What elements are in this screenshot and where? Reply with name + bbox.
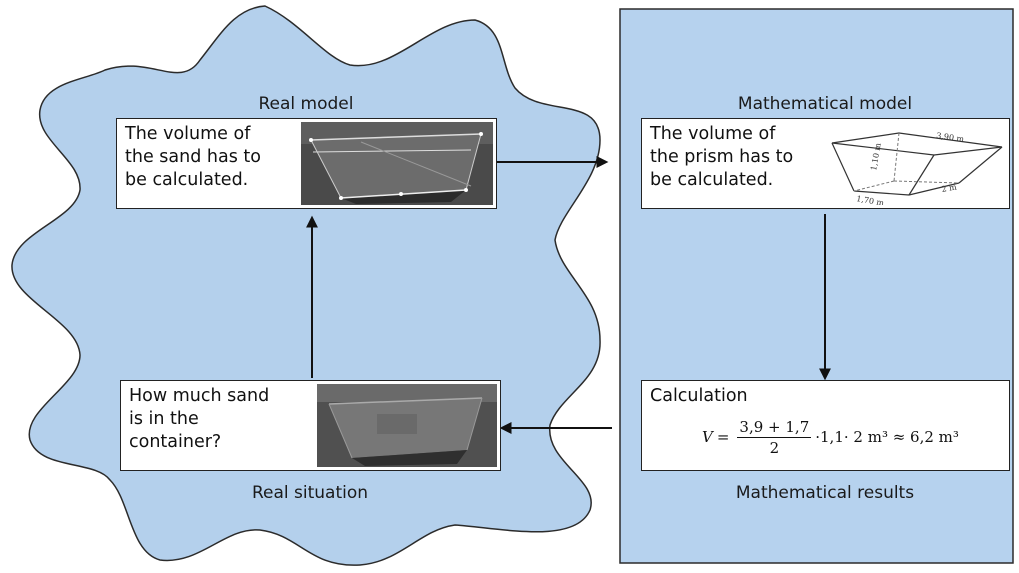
real-situation-text: How much sand is in the container? <box>129 385 309 454</box>
real-situation-title: Real situation <box>120 483 500 503</box>
prism-label-bottom: 1,70 m <box>856 194 885 205</box>
math-results-box: Calculation V = 3,9 + 1,7 2 ·1,1· 2 m³ ≈… <box>641 380 1010 471</box>
formula-fraction: 3,9 + 1,7 2 <box>737 418 811 457</box>
formula-equals: = <box>717 428 730 446</box>
real-situation-box: How much sand is in the container? <box>120 380 501 471</box>
formula-numerator: 3,9 + 1,7 <box>737 418 811 438</box>
math-results-title: Mathematical results <box>640 483 1010 503</box>
photo-container-icon <box>317 384 497 467</box>
prism-label-top: 3,90 m <box>936 131 965 144</box>
photo-container-measured-icon <box>301 122 493 205</box>
math-model-text: The volume of the prism has to be calcul… <box>650 123 825 192</box>
formula-lhs: V <box>702 428 713 446</box>
math-model-box: The volume of the prism has to be calcul… <box>641 118 1010 209</box>
prism-label-height: 1,10 m <box>869 142 883 171</box>
real-model-title: Real model <box>116 94 496 114</box>
formula-denominator: 2 <box>770 438 780 457</box>
volume-formula: V = 3,9 + 1,7 2 ·1,1· 2 m³ ≈ 6,2 m³ <box>702 411 959 463</box>
prism-label-width: 2 m <box>941 182 958 194</box>
math-model-title: Mathematical model <box>640 94 1010 114</box>
prism-sketch-icon: 3,90 m 1,10 m 1,70 m 2 m <box>824 123 1008 205</box>
real-model-box: The volume of the sand has to be calcula… <box>116 118 497 209</box>
real-model-text: The volume of the sand has to be calcula… <box>125 123 295 192</box>
calculation-heading: Calculation <box>650 385 748 408</box>
formula-rest: ·1,1· 2 m³ ≈ 6,2 m³ <box>815 428 959 446</box>
